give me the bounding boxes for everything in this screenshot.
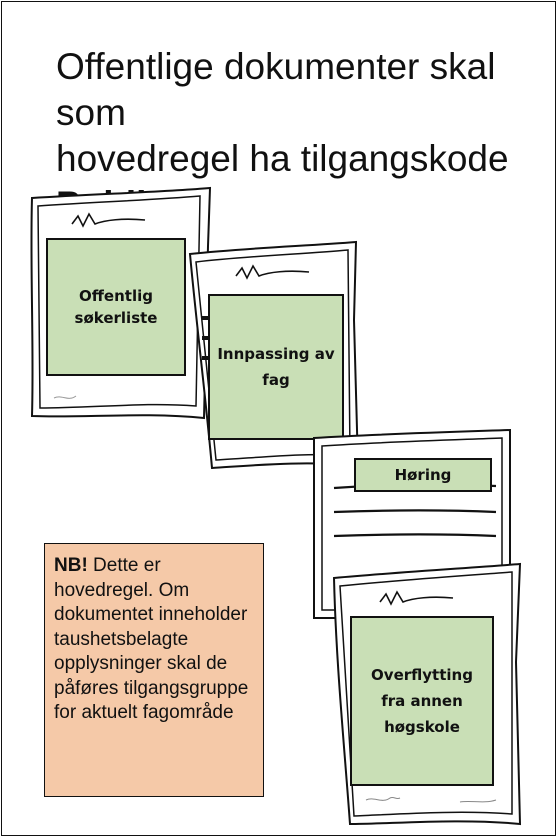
document-label-card: Innpassing av fag [208,294,344,440]
document-innpassing-av-fag: Innpassing av fag [186,240,366,470]
document-label-card: Offentlig søkerliste [46,238,186,376]
document-horing: Høring [300,428,514,620]
document-label: Høring [394,466,452,484]
note-prefix: NB! [54,555,88,576]
document-offentlig-sokerliste: Offentlig søkerliste [24,186,220,420]
title-line-1: Offentlige dokumenter skal som [56,46,496,133]
document-label: Overflytting fra annen høgskole [371,666,473,736]
document-overflytting: Overflytting fra annen høgskole [330,562,526,826]
note-text: Dette er hovedregel. Om dokumentet inneh… [54,555,249,723]
document-label: Innpassing av fag [217,345,335,389]
note-box: NB! Dette er hovedregel. Om dokumentet i… [44,543,264,797]
document-label-card: Høring [354,458,492,492]
document-label-card: Overflytting fra annen høgskole [350,616,494,786]
title-line-2: hovedregel ha tilgangskode [56,138,509,179]
document-label: Offentlig søkerliste [74,287,158,327]
